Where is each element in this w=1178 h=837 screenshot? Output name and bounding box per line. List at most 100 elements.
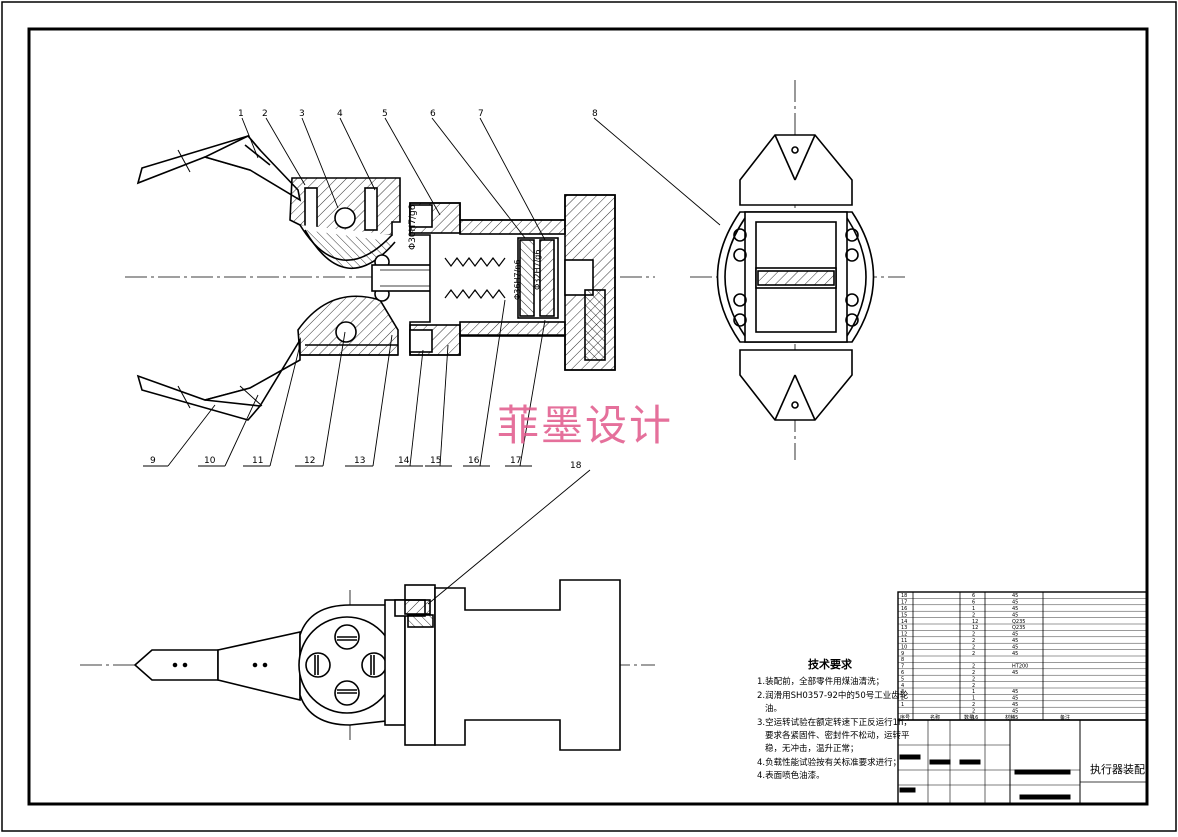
bom-cell-no: 12 xyxy=(901,632,907,638)
balloon-2: 2 xyxy=(262,109,268,119)
bom-cell-qty: 16 xyxy=(972,715,978,721)
bom-cell-mat: 45 xyxy=(1012,702,1018,708)
balloon-8: 8 xyxy=(592,109,598,119)
bom-cell-mat: 45 xyxy=(1012,638,1018,644)
tech-line-8: 4.表面喷色油漆。 xyxy=(757,770,825,781)
bom-cell-qty: 6 xyxy=(972,593,975,599)
top-view xyxy=(80,579,655,751)
bom-cell-no: 3 xyxy=(901,689,904,695)
tech-line-1: 1.装配前，全部零件用煤油清洗； xyxy=(757,676,884,687)
tech-line-3: 油。 xyxy=(765,703,782,714)
bom-cell-mat: 45 xyxy=(1012,715,1018,721)
tech-line-4: 3.空运转试验在额定转速下正反运行1h， xyxy=(757,717,912,728)
bom-cell-qty: 2 xyxy=(972,638,975,644)
bom-cell-qty: 2 xyxy=(972,702,975,708)
bom-cell-no: 17 xyxy=(901,600,907,606)
bom-header-cell: 名称 xyxy=(930,714,940,721)
balloon-10: 10 xyxy=(204,456,216,466)
balloon-18: 18 xyxy=(570,461,582,471)
bom-cell-qty: 2 xyxy=(972,644,975,650)
bom-cell-no: 7 xyxy=(901,664,904,670)
bom-cell-mat: 45 xyxy=(1012,689,1018,695)
bom-cell-mat: 45 xyxy=(1012,670,1018,676)
drawing-name: 执行器装配 xyxy=(1090,762,1145,776)
bom-header-cell: 材料 xyxy=(1005,714,1015,721)
bom-cell-no: 1 xyxy=(901,702,904,708)
balloon-6: 6 xyxy=(430,109,436,119)
bom-cell-mat: 45 xyxy=(1012,651,1018,657)
balloon-3: 3 xyxy=(299,109,305,119)
bom-cell-qty: 2 xyxy=(972,676,975,682)
bom-cell-mat: 45 xyxy=(1012,644,1018,650)
bom-cell-mat: Q235 xyxy=(1012,619,1025,625)
bom-cell-qty: 12 xyxy=(972,619,978,625)
balloon-1: 1 xyxy=(238,109,244,119)
leader-18 xyxy=(427,469,591,605)
bom-cell-mat: HT200 xyxy=(1012,664,1028,670)
bom-cell-no: 18 xyxy=(901,593,907,599)
bom-cell-no: 10 xyxy=(901,644,907,650)
bom-cell-qty: 12 xyxy=(972,625,978,631)
bom-cell-no: 8 xyxy=(901,657,904,663)
bom-cell-mat: 45 xyxy=(1012,593,1018,599)
bom-cell-qty: 2 xyxy=(972,632,975,638)
title-block xyxy=(897,719,1148,805)
tech-line-2: 2.润滑用SH0357-92中的50号工业齿轮 xyxy=(757,690,909,701)
bom-cell-no: 4 xyxy=(901,683,904,689)
bom-cell-no: 2 xyxy=(901,696,904,702)
inner-frame xyxy=(27,27,1149,806)
bom-cell-no: 9 xyxy=(901,651,904,657)
watermark-text: 菲墨设计 xyxy=(497,401,673,450)
bom-cell-qty: 1 xyxy=(972,696,975,702)
bom-cell-qty: 2 xyxy=(972,708,975,714)
bom-cell-qty: 1 xyxy=(972,689,975,695)
bom-cell-qty: 1 xyxy=(972,606,975,612)
bom-cell-no: 16 xyxy=(901,606,907,612)
bom-cell-mat: 45 xyxy=(1012,612,1018,618)
fit-label-3: Φ32H7/g6 xyxy=(533,250,542,290)
bom-header-cell: 备注 xyxy=(1060,714,1070,721)
balloon-14: 14 xyxy=(398,456,410,466)
balloon-15: 15 xyxy=(430,456,441,466)
balloon-16: 16 xyxy=(468,456,480,466)
bom-cell-mat: 45 xyxy=(1012,632,1018,638)
balloons-bottom: 9 10 11 12 13 14 15 16 17 xyxy=(150,456,521,466)
fit-label-2: Φ36H7/n6 xyxy=(513,260,522,300)
bom-cell-no: 5 xyxy=(901,676,904,682)
bom-cell-qty: 2 xyxy=(972,664,975,670)
bom-cell-qty: 2 xyxy=(972,612,975,618)
bom-cell-mat: 45 xyxy=(1012,708,1018,714)
balloon-5: 5 xyxy=(382,109,388,119)
tech-line-7: 4.负载性能试验按有关标准要求进行； xyxy=(757,757,901,768)
bom-cell-mat: 45 xyxy=(1012,606,1018,612)
bom-cell-no: 13 xyxy=(901,625,907,631)
bom-cell-qty: 2 xyxy=(972,651,975,657)
balloon-7: 7 xyxy=(478,109,484,119)
balloon-11: 11 xyxy=(252,456,263,466)
bom-cell-mat: Q235 xyxy=(1012,625,1025,631)
bom-cell-no: 15 xyxy=(901,612,907,618)
bom-cell-qty: 2 xyxy=(972,670,975,676)
tech-title: 技术要求 xyxy=(808,657,853,671)
side-view xyxy=(690,80,905,460)
bom-cell-qty: 2 xyxy=(972,683,975,689)
balloon-4: 4 xyxy=(337,109,343,119)
leaders-top xyxy=(241,117,721,241)
bom-cell-mat: 45 xyxy=(1012,600,1018,606)
front-section-view xyxy=(125,135,655,421)
bom-header-cell: 数量 xyxy=(964,714,974,721)
leaders-bottom xyxy=(143,299,546,467)
balloon-9: 9 xyxy=(150,456,156,466)
technical-requirements: 技术要求 1.装配前，全部零件用煤油清洗； 2.润滑用SH0357-92中的50… xyxy=(757,657,912,781)
bom-cell-no: 11 xyxy=(901,638,907,644)
balloons-top: 1 2 3 4 5 6 7 8 xyxy=(238,109,598,119)
tech-line-6: 稳，无冲击，温升正常； xyxy=(765,743,859,754)
bom-cell-qty: 6 xyxy=(972,600,975,606)
tech-line-5: 要求各紧固件、密封件不松动，运转平 xyxy=(765,730,910,741)
balloon-12: 12 xyxy=(304,456,315,466)
bom-header-cell: 序号 xyxy=(900,714,910,721)
